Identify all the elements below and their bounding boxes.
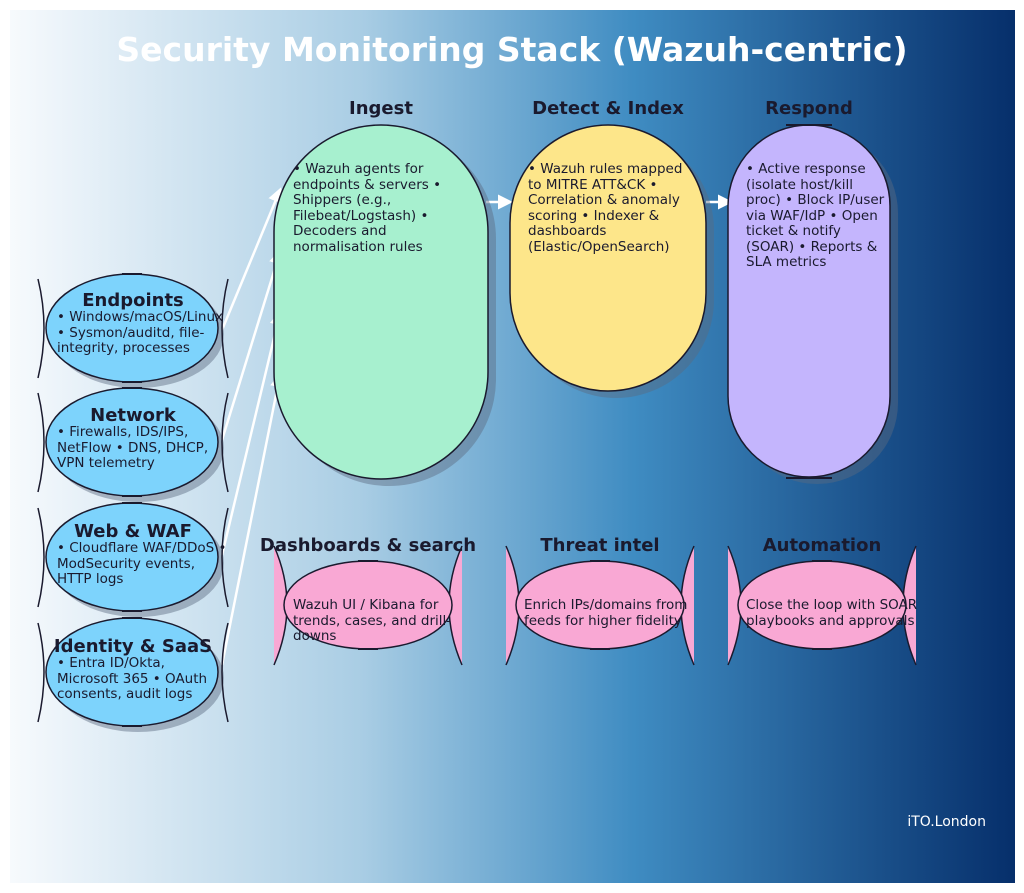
source-endpoints-body: • Windows/macOS/Linux • Sysmon/auditd, f… xyxy=(57,309,224,356)
ingest-block xyxy=(273,124,489,480)
arrow-web-waf-to-ingest xyxy=(220,310,285,556)
detect-body: • Wazuh rules mapped to MITRE ATT&CK • C… xyxy=(528,161,683,255)
source-shapes xyxy=(37,273,229,732)
respond-body: • Active response (isolate host/kill pro… xyxy=(746,161,885,270)
source-identity-body: • Entra ID/Okta, Microsoft 365 • OAuth c… xyxy=(57,655,208,702)
source-web-waf-shape xyxy=(37,502,229,617)
arrow-network-to-ingest xyxy=(220,249,284,441)
diagram-title: Security Monitoring Stack (Wazuh-centric… xyxy=(116,30,908,69)
source-network-heading: Network xyxy=(90,405,176,426)
detect-block xyxy=(509,124,707,392)
extra-threat-intel-shape xyxy=(505,545,695,666)
extra-dashboards-body: Wazuh UI / Kibana for trends, cases, and… xyxy=(293,597,452,644)
source-identity-heading: Identity & SaaS xyxy=(53,636,213,657)
source-endpoints-heading: Endpoints xyxy=(82,290,184,311)
extra-threat-intel-heading: Threat intel xyxy=(540,535,660,556)
watermark: iTO.London xyxy=(907,814,986,830)
source-identity-shape xyxy=(37,617,229,732)
extra-dashboards-heading: Dashboards & search xyxy=(259,535,477,556)
extra-automation-shape xyxy=(727,545,917,666)
source-web-waf-heading: Web & WAF xyxy=(74,521,192,542)
extra-automation-body: Close the loop with SOAR playbooks and a… xyxy=(746,597,918,629)
arrow-identity-to-ingest xyxy=(220,372,286,666)
source-web-waf-body: • Cloudflare WAF/DDoS • ModSecurity even… xyxy=(57,540,227,587)
arrow-endpoints-to-ingest xyxy=(220,187,283,331)
source-network-shape xyxy=(37,387,229,502)
ingest-heading: Ingest xyxy=(349,98,413,119)
extra-shapes xyxy=(273,545,917,666)
respond-heading: Respond xyxy=(765,98,853,119)
extra-threat-intel-body: Enrich IPs/domains from feeds for higher… xyxy=(524,597,688,629)
source-endpoints-shape xyxy=(37,273,229,388)
detect-heading: Detect & Index xyxy=(532,98,684,119)
source-arrows xyxy=(220,187,733,666)
extra-dashboards-shape xyxy=(273,545,463,666)
source-network-body: • Firewalls, IDS/IPS, NetFlow • DNS, DHC… xyxy=(57,424,209,471)
extra-automation-heading: Automation xyxy=(762,535,882,556)
ingest-body: • Wazuh agents for endpoints & servers •… xyxy=(293,161,442,255)
